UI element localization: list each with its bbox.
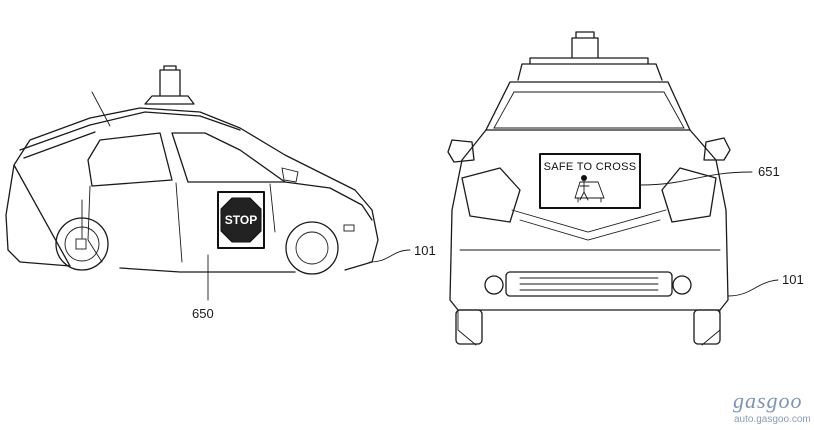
front-left-tire bbox=[455, 309, 483, 345]
side-marker-light bbox=[343, 224, 355, 232]
side-door-lines bbox=[87, 182, 276, 263]
side-roof-sensor bbox=[144, 65, 195, 105]
front-windshield bbox=[493, 91, 685, 129]
ref-651-label: 651 bbox=[758, 164, 780, 179]
safe-to-cross-text: SAFE TO CROSS bbox=[544, 161, 637, 173]
side-hood bbox=[284, 181, 373, 221]
side-body-outline bbox=[5, 107, 379, 273]
front-view-vehicle: SAFE TO CROSS 651 101 bbox=[447, 31, 804, 346]
stop-octagon bbox=[220, 197, 262, 243]
front-bumper bbox=[457, 249, 721, 346]
pedestrian-crossing-icon bbox=[574, 175, 605, 203]
ref-650-label: 650 bbox=[192, 306, 214, 321]
side-front-window bbox=[171, 132, 286, 183]
safe-to-cross-panel bbox=[539, 153, 641, 209]
front-left-mirror bbox=[447, 139, 475, 163]
side-mirror bbox=[281, 167, 299, 183]
ref-101-right-leader bbox=[727, 279, 779, 297]
front-roof-rack bbox=[517, 57, 663, 81]
front-grille-slats bbox=[519, 277, 659, 291]
front-left-foglight bbox=[484, 275, 504, 295]
gasgoo-url: auto.gasgoo.com bbox=[734, 414, 811, 425]
ref-101-right-label: 101 bbox=[782, 272, 804, 287]
side-view-vehicle: STOP 650 101 bbox=[5, 65, 436, 321]
front-hood-chevron bbox=[511, 209, 667, 241]
front-grille bbox=[505, 271, 673, 297]
front-roof-sensor bbox=[571, 31, 599, 59]
side-rear-sensor bbox=[75, 238, 87, 250]
side-front-hub bbox=[295, 231, 329, 265]
ref-101-left-label: 101 bbox=[414, 243, 436, 258]
front-cabin bbox=[485, 81, 691, 131]
stop-sign-text: STOP bbox=[225, 213, 257, 227]
side-front-wheel bbox=[285, 221, 339, 275]
front-right-mirror bbox=[703, 137, 731, 161]
stop-display-panel bbox=[217, 191, 265, 249]
front-left-headlight bbox=[461, 167, 521, 223]
ref-651-leader bbox=[639, 171, 753, 186]
side-rear-window bbox=[87, 132, 173, 187]
side-roof-rack bbox=[19, 111, 241, 159]
ref-101-left-leader bbox=[369, 249, 411, 263]
front-body-outline bbox=[449, 129, 729, 311]
front-right-headlight bbox=[661, 167, 717, 223]
front-right-foglight bbox=[672, 275, 692, 295]
side-antenna-line bbox=[91, 91, 111, 127]
front-right-tire bbox=[693, 309, 721, 345]
gasgoo-logo: gasgoo bbox=[733, 388, 803, 413]
